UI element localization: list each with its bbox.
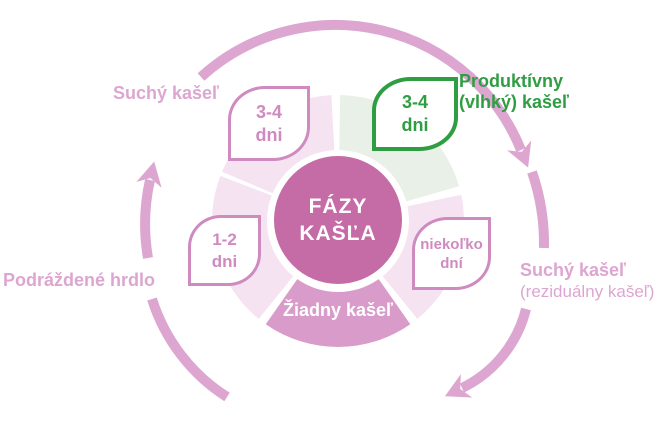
label-no-cough: Žiadny kašeľ: [283, 300, 393, 320]
title-line: FÁZY: [308, 195, 368, 218]
cycle-arrow-bottom-right: [444, 307, 531, 398]
duration-leaf-productive-cough: 3-4 dni: [372, 77, 458, 151]
duration-leaf-residual-cough: niekoľko dní: [412, 217, 491, 290]
center-circle: [274, 156, 402, 284]
duration-text: dni: [401, 115, 429, 135]
label-residual-cough: Suchý kašeľ (reziduálny kašeľ): [520, 260, 654, 302]
duration-text: 3-4: [255, 101, 282, 122]
segment-no-cough: [265, 279, 411, 347]
duration-text: 3-4: [401, 92, 428, 112]
label-line: (vlhký) kašeľ: [459, 92, 569, 112]
label-line: Produktívny: [459, 71, 564, 91]
duration-text: dni: [211, 251, 238, 271]
label-dry-cough: Suchý kašeľ: [113, 83, 219, 103]
cycle-arrow-top: [197, 19, 532, 168]
duration-leaf-irritated-throat: 1-2 dni: [188, 215, 261, 286]
duration-text: niekoľko: [420, 235, 483, 253]
label-line: (reziduálny kašeľ): [520, 282, 655, 301]
label-productive-cough: Produktívny (vlhký) kašeľ: [459, 71, 569, 113]
diagram-title: FÁZY KAŠĽA: [278, 193, 398, 247]
duration-text: dni: [255, 124, 283, 145]
duration-text: dní: [440, 254, 463, 272]
label-line: Suchý kašeľ: [520, 260, 626, 280]
label-irritated-throat: Podráždené hrdlo: [3, 270, 156, 290]
cycle-arrow-left: [136, 161, 162, 259]
cycle-arrows: [136, 19, 550, 402]
cycle-arrow-right: [527, 170, 550, 249]
title-line: KAŠĽA: [299, 222, 377, 245]
cycle-arrow-bottom-left: [147, 297, 230, 402]
duration-text: 1-2: [212, 229, 237, 249]
duration-leaf-dry-cough: 3-4 dni: [228, 86, 310, 161]
